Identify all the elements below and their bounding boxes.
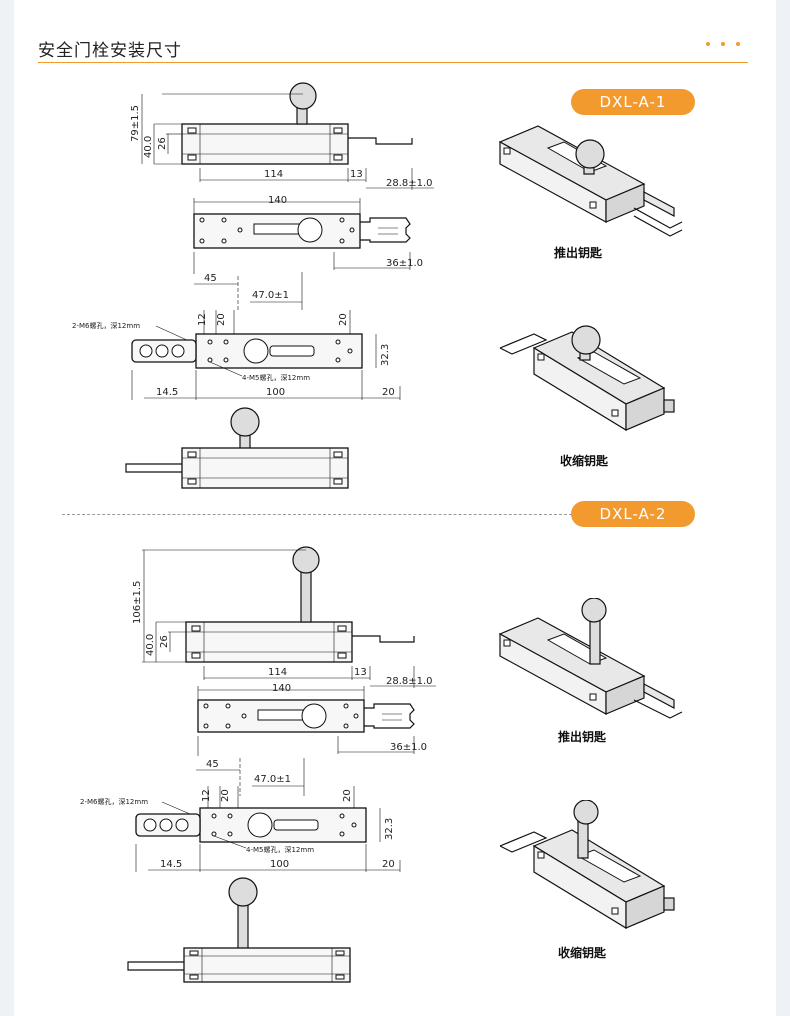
- dim-hole-20a-1: 20: [216, 313, 227, 326]
- dim-right-20-2: 20: [382, 859, 395, 870]
- decor-dots: [702, 38, 746, 48]
- dim-hole-20b-1: 20: [338, 313, 349, 326]
- dim-right-20-1: 20: [382, 387, 395, 398]
- dim-top-length-1: 140: [268, 195, 287, 206]
- page: 安全门栓安装尺寸 DXL-A-1 DXL-A-2 79±1.5 40.0 26 …: [14, 0, 776, 1016]
- dim-offset-47-1: 47.0±1: [252, 290, 289, 301]
- dim-tongue-extend-1: 28.8±1.0: [386, 178, 433, 189]
- dot-3: [736, 42, 740, 46]
- dim-hole-12-1: 12: [197, 313, 208, 326]
- drawing-offsets-2: 45 47.0±1: [196, 758, 305, 796]
- dim-tongue-retract-1: 36±1.0: [386, 258, 423, 269]
- drawing-retracted-side-1: [125, 407, 349, 489]
- page-title: 安全门栓安装尺寸: [38, 41, 182, 61]
- drawing-retracted-side-2: [127, 877, 351, 983]
- dot-1: [706, 42, 710, 46]
- drawing-side-view-2: 106±1.5 40.0 26 114 13 28.8±1.0: [132, 546, 436, 688]
- drawing-iso-push-1: [498, 125, 683, 237]
- dim-body-length-2: 114: [268, 667, 287, 678]
- drawing-top-view-2: 140 36±1.0: [197, 683, 427, 756]
- drawing-mount-view-1: 2-M6螺孔，深12mm 12 20 20 32.3 4-M5螺孔，深12mm …: [72, 310, 401, 400]
- model-badge-2: DXL-A-2: [571, 501, 695, 527]
- dim-offset-45-2: 45: [206, 759, 219, 770]
- dim-offset-47-2: 47.0±1: [254, 774, 291, 785]
- note-m5-1: 4-M5螺孔，深12mm: [242, 373, 310, 382]
- section-divider: [62, 514, 572, 515]
- drawing-iso-retract-1: [499, 325, 675, 432]
- dim-body-length-1: 114: [264, 169, 283, 180]
- dot-2: [721, 42, 725, 46]
- dim-body-height-2: 40.0: [145, 634, 156, 656]
- dim-left-145-1: 14.5: [156, 387, 178, 398]
- caption-push-1: 推出钥匙: [554, 246, 603, 260]
- dim-side-32-1: 32.3: [380, 344, 391, 366]
- dim-total-height-1: 79±1.5: [130, 105, 141, 142]
- drawing-iso-push-2: [498, 598, 683, 719]
- note-m5-2: 4-M5螺孔，深12mm: [246, 845, 314, 854]
- note-m6-2: 2-M6螺孔，深12mm: [80, 797, 148, 806]
- drawing-mount-view-2: 2-M6螺孔，深12mm 12 20 20 32.3 4-M5螺孔，深12mm …: [80, 786, 401, 872]
- drawing-top-view-1: 140 36±1.0: [193, 195, 423, 274]
- dim-mid-100-2: 100: [270, 859, 289, 870]
- note-m6-1: 2-M6螺孔，深12mm: [72, 321, 140, 330]
- dim-inner-height-1: 26: [157, 137, 168, 150]
- drawing-offsets-1: 45 47.0±1: [194, 272, 303, 310]
- dim-end-length-2: 13: [354, 667, 367, 678]
- caption-push-2: 推出钥匙: [558, 730, 607, 744]
- dim-end-length-1: 13: [350, 169, 363, 180]
- dim-hole-20b-2: 20: [342, 789, 353, 802]
- dim-hole-12-2: 12: [201, 789, 212, 802]
- caption-retract-1: 收缩钥匙: [560, 454, 609, 468]
- dim-tongue-extend-2: 28.8±1.0: [386, 676, 433, 687]
- dim-inner-height-2: 26: [159, 635, 170, 648]
- dim-side-32-2: 32.3: [384, 818, 395, 840]
- dim-offset-45-1: 45: [204, 273, 217, 284]
- drawing-side-view-1: 79±1.5 40.0 26 114 13 28.8±1.0: [130, 82, 434, 190]
- dim-body-height-1: 40.0: [143, 136, 154, 158]
- caption-retract-2: 收缩钥匙: [558, 946, 607, 960]
- dim-tongue-retract-2: 36±1.0: [390, 742, 427, 753]
- model-badge-1: DXL-A-1: [571, 89, 695, 115]
- drawing-iso-retract-2: [499, 800, 675, 930]
- dim-top-length-2: 140: [272, 683, 291, 694]
- section-header: 安全门栓安装尺寸: [38, 34, 748, 63]
- dim-mid-100-1: 100: [266, 387, 285, 398]
- dim-hole-20a-2: 20: [220, 789, 231, 802]
- dim-left-145-2: 14.5: [160, 859, 182, 870]
- dim-total-height-2: 106±1.5: [132, 581, 143, 624]
